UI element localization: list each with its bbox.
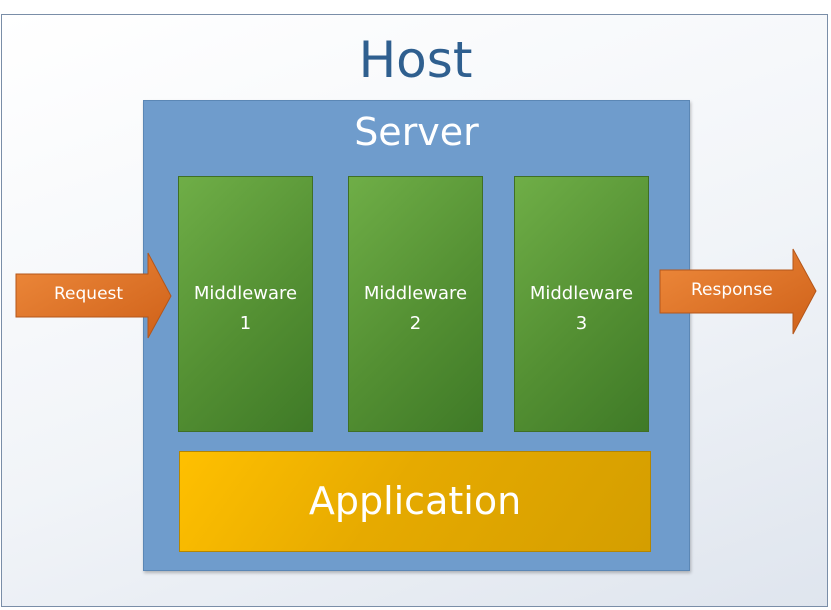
request-arrow <box>15 252 173 340</box>
application-box: Application <box>179 451 651 552</box>
middleware-3-label: Middleware <box>529 283 634 304</box>
middleware-1-number: 1 <box>239 313 252 334</box>
middleware-2-box: Middleware 2 <box>348 176 483 432</box>
middleware-1-label: Middleware <box>193 283 298 304</box>
middleware-3-number: 3 <box>575 313 588 334</box>
response-arrow <box>659 248 818 336</box>
host-title: Host <box>358 31 473 89</box>
middleware-3-box: Middleware 3 <box>514 176 649 432</box>
middleware-1-box: Middleware 1 <box>178 176 313 432</box>
request-label: Request <box>54 284 124 304</box>
response-label: Response <box>691 280 773 300</box>
request-arrow-shape <box>15 252 172 339</box>
middleware-2-number: 2 <box>409 313 422 334</box>
server-title: Server <box>354 110 479 154</box>
response-arrow-shape <box>659 248 817 335</box>
middleware-2-label: Middleware <box>363 283 468 304</box>
